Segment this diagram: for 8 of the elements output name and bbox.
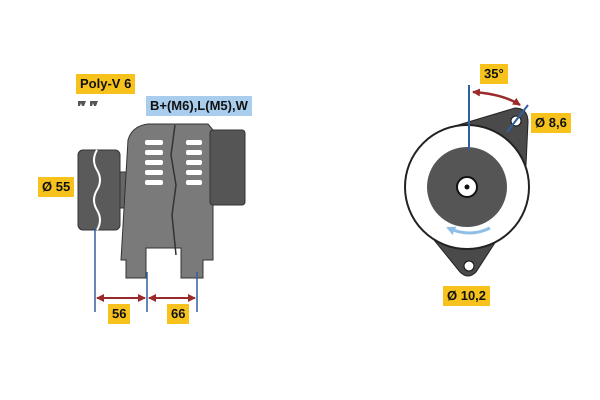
terminal-label: B+(M6),L(M5),W bbox=[146, 96, 252, 116]
dimension-label: 56 bbox=[108, 304, 130, 324]
belt-type-label: Poly-V 6 bbox=[76, 74, 136, 94]
dimension-label: 35° bbox=[480, 64, 508, 84]
dimension-label: 66 bbox=[167, 304, 190, 324]
dimension-label: Ø 10,2 bbox=[443, 286, 490, 306]
dimension-label: Ø 55 bbox=[38, 177, 74, 197]
dimension-label: Ø 8,6 bbox=[531, 113, 571, 133]
